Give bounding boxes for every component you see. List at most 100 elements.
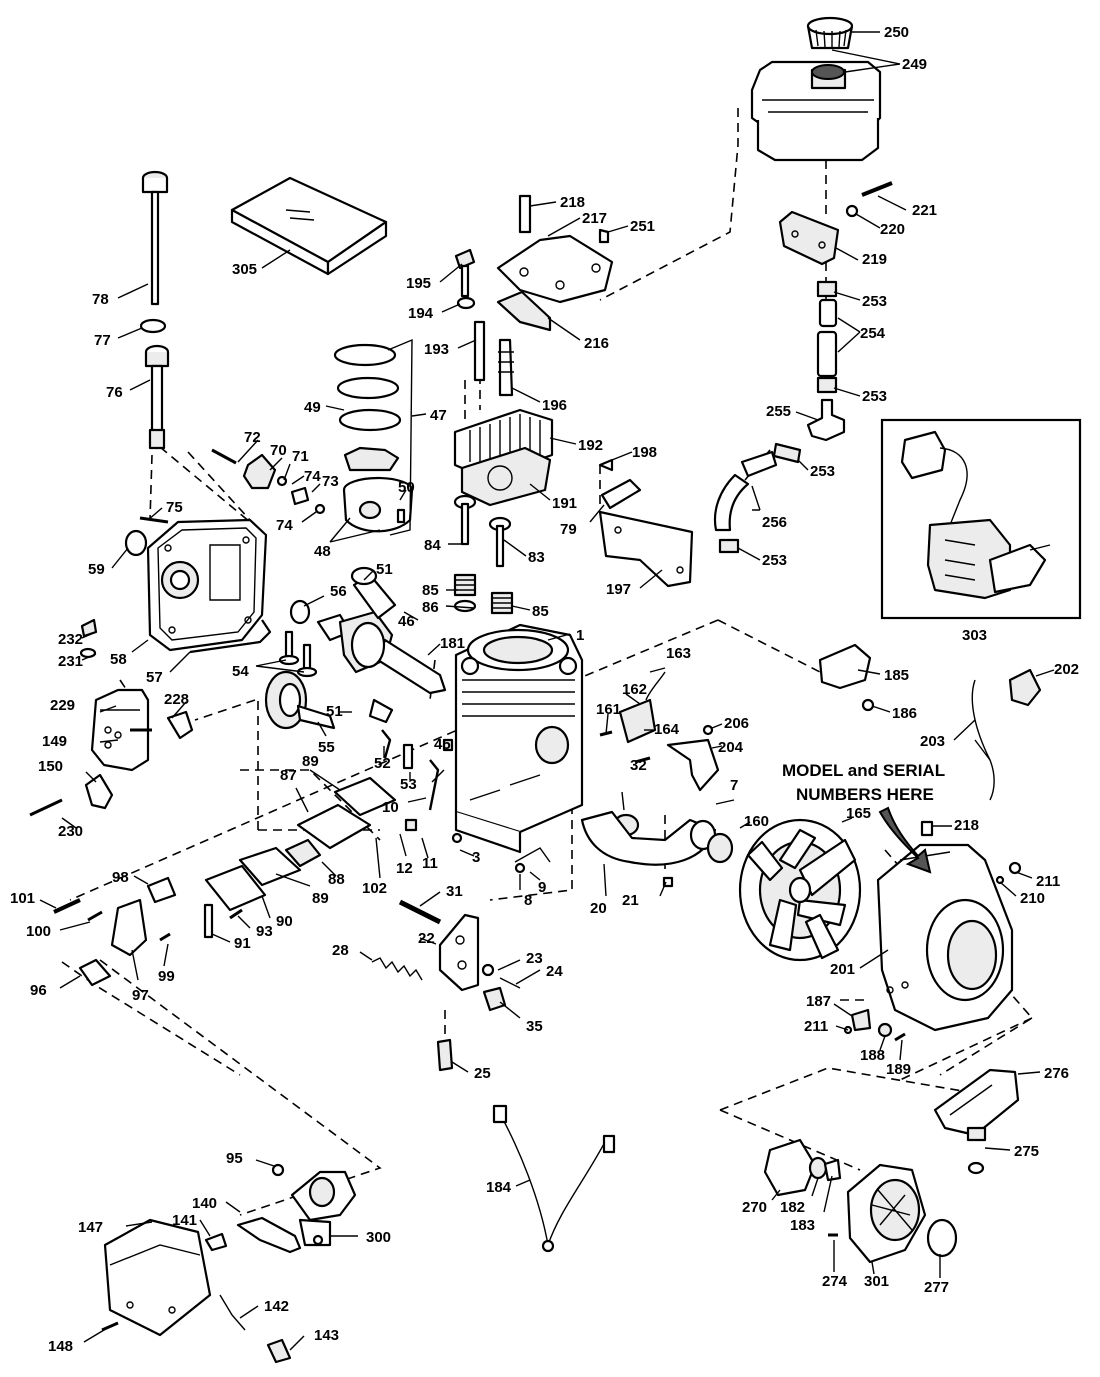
callout-75: 75 [166,499,183,516]
callout-229: 229 [50,697,75,714]
callout-204: 204 [718,739,744,756]
callout-96: 96 [30,982,47,999]
callout-147: 147 [78,1219,103,1236]
valves [453,494,514,615]
head-bolts [454,194,532,382]
model-serial-line-2: NUMBERS HERE [796,785,934,804]
callout-210: 210 [1020,890,1045,907]
callout-193: 193 [424,341,449,358]
starter-parts [763,1138,958,1264]
callout-251: 251 [630,218,655,235]
callout-150: 150 [38,758,63,775]
callout-228: 228 [164,691,189,708]
carburetor-300 [271,1163,357,1247]
intake-gaskets [203,776,397,939]
callout-182: 182 [780,1199,805,1216]
air-baffle-197 [598,458,694,588]
callout-56: 56 [330,583,347,600]
callout-220: 220 [880,221,905,238]
callout-218: 218 [954,817,979,834]
callout-218: 218 [560,194,585,211]
callout-143: 143 [314,1327,339,1344]
blower-housing-201 [876,820,1022,1032]
cylinder-baffle-204 [666,724,720,792]
callout-74: 74 [304,468,321,485]
model-serial-note: MODEL and SERIAL NUMBERS HERE [782,761,945,804]
callout-253: 253 [762,552,787,569]
callout-93: 93 [256,923,273,940]
callout-165: 165 [846,805,871,822]
callout-49: 49 [304,399,321,416]
dipstick-assembly [139,170,170,450]
callout-46: 46 [398,613,415,630]
callout-217: 217 [582,210,607,227]
callout-250: 250 [884,24,909,41]
callout-275: 275 [1014,1143,1039,1160]
callout-22: 22 [418,930,435,947]
bolt-232 [79,618,98,659]
callout-31: 31 [446,883,463,900]
callout-185: 185 [884,667,909,684]
flywheel-washer-7 [689,819,734,864]
callout-1: 1 [576,627,584,644]
callout-253: 253 [862,388,887,405]
fuel-line-assembly [713,280,846,554]
callout-161: 161 [596,701,621,718]
callout-201: 201 [830,961,855,978]
callout-72: 72 [244,429,261,446]
callout-52: 52 [374,755,391,772]
callout-79: 79 [560,521,577,538]
callout-25: 25 [474,1065,491,1082]
callout-300: 300 [366,1229,391,1246]
callout-187: 187 [806,993,831,1010]
callout-51: 51 [326,703,343,720]
callout-140: 140 [192,1195,217,1212]
callout-183: 183 [790,1217,815,1234]
callout-53: 53 [400,776,417,793]
callout-211: 211 [1036,873,1060,890]
cylinder-block-1 [454,623,584,854]
callout-70: 70 [270,442,287,459]
callout-10: 10 [382,799,399,816]
callout-21: 21 [622,892,639,909]
callout-51: 51 [376,561,393,578]
throttle-control-parts [371,899,521,1072]
studs-54 [278,630,318,678]
callout-270: 270 [742,1199,767,1216]
callout-230: 230 [58,823,83,840]
callout-184: 184 [486,1179,512,1196]
callout-11: 11 [422,855,438,872]
callout-231: 231 [58,653,83,670]
callout-253: 253 [810,463,835,480]
callout-219: 219 [862,251,887,268]
callout-203: 203 [920,733,945,750]
callout-28: 28 [332,942,349,959]
callout-78: 78 [92,291,109,308]
callout-35: 35 [526,1018,543,1035]
housing-hardware [843,1008,906,1042]
callout-188: 188 [860,1047,885,1064]
callout-84: 84 [424,537,441,554]
callout-164: 164 [654,721,680,738]
intake-elbow-parts [53,876,243,987]
callout-74: 74 [276,517,293,534]
governor-small-parts [451,813,640,874]
callout-142: 142 [264,1298,289,1315]
callout-71: 71 [292,448,309,465]
callout-216: 216 [584,335,609,352]
callout-87: 87 [280,767,297,784]
callout-211: 211 [804,1018,828,1035]
cam-gear-55 [264,670,336,730]
callout-73: 73 [322,473,339,490]
callout-303: 303 [962,627,987,644]
callout-99: 99 [158,968,175,985]
callout-89: 89 [302,753,319,770]
fuel-tank-assembly [750,16,882,162]
callout-83: 83 [528,549,545,566]
control-bracket-217 [496,228,614,332]
tank-bracket-219 [778,181,893,266]
callout-141: 141 [172,1212,197,1229]
callout-85: 85 [532,603,549,620]
